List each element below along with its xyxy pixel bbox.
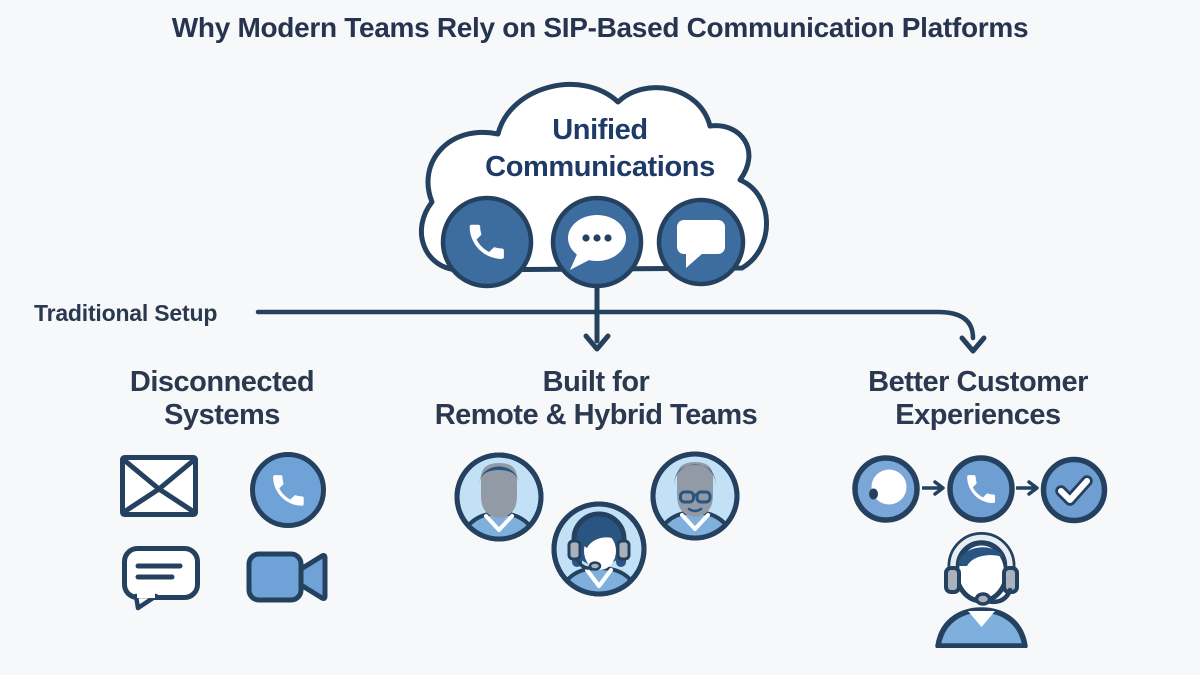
flow-arrow-icon — [1016, 480, 1039, 496]
flow-arrow-icon — [922, 480, 945, 496]
heading-remote-hybrid-teams: Built for Remote & Hybrid Teams — [396, 366, 796, 432]
support-agent-icon — [935, 532, 1028, 648]
heading-line: Experiences — [895, 399, 1061, 431]
heading-line: Disconnected — [129, 366, 315, 398]
down-arrow-head-icon — [583, 333, 611, 352]
email-icon — [120, 455, 198, 517]
cloud-message-bubble-icon — [656, 197, 746, 287]
glasses-avatar-icon — [650, 451, 740, 541]
phone-circle-icon — [250, 452, 326, 528]
heading-disconnected-systems: Disconnected Systems — [72, 366, 372, 432]
curved-arrow-head-icon — [959, 335, 987, 354]
cloud-phone-icon — [440, 195, 534, 289]
page-title: Why Modern Teams Rely on SIP-Based Commu… — [171, 12, 1029, 43]
heading-better-customer-experiences: Better Customer Experiences — [828, 366, 1128, 432]
customer-icon — [852, 455, 920, 523]
chat-bubble-icon — [122, 546, 200, 611]
cloud-chat-dots-icon — [550, 195, 644, 289]
heading-line: Remote & Hybrid Teams — [434, 399, 758, 431]
heading-line: Built for — [542, 366, 650, 398]
unified-communications-cloud — [419, 81, 769, 289]
male-avatar-icon — [454, 452, 544, 542]
traditional-setup-line — [255, 309, 976, 341]
heading-line: Better Customer — [868, 366, 1088, 398]
phone-circle-icon — [947, 455, 1015, 523]
cloud-label-line1: Unified — [552, 114, 648, 146]
traditional-setup-label: Traditional Setup — [34, 300, 218, 326]
checkmark-icon — [1040, 456, 1108, 524]
heading-line: Systems — [164, 399, 280, 431]
headset-agent-avatar-icon — [551, 501, 647, 597]
cloud-label-line2: Communications — [485, 151, 715, 183]
video-camera-icon — [246, 551, 328, 603]
